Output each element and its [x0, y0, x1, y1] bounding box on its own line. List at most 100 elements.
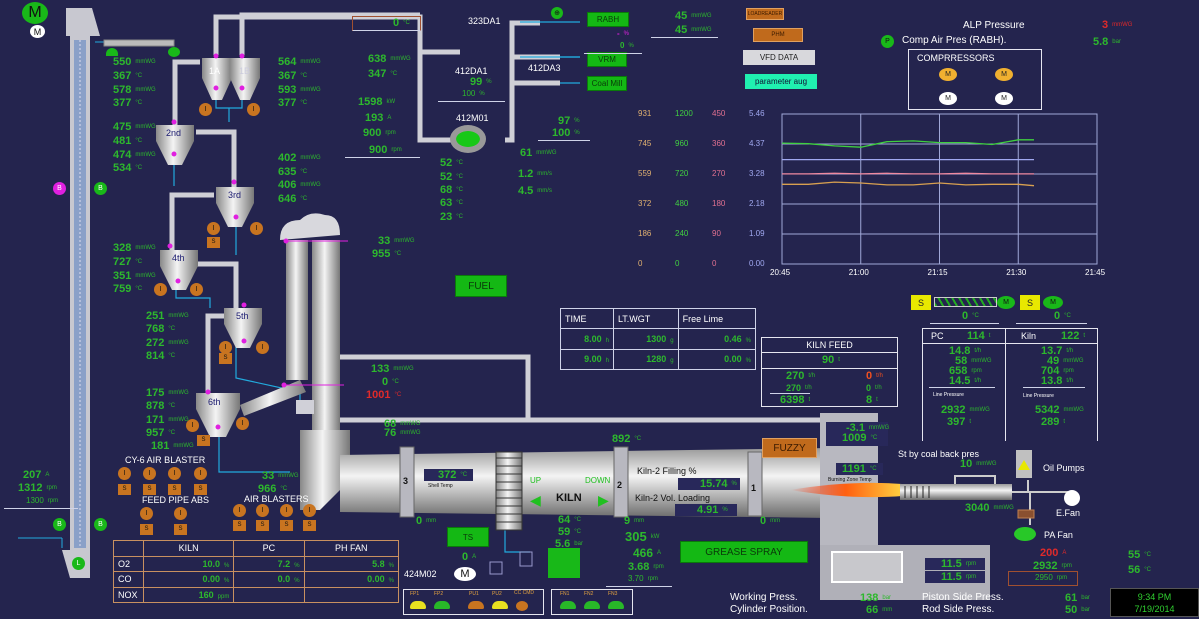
- elevator-main-motor[interactable]: M: [22, 2, 48, 24]
- elevator-status-indicator[interactable]: B: [94, 182, 107, 195]
- compressor-2-motor[interactable]: M: [995, 68, 1013, 81]
- flap-valve-indicator[interactable]: I: [199, 103, 212, 116]
- lamp-icon[interactable]: [584, 601, 600, 609]
- feed-pipe-blaster-indicator[interactable]: I: [174, 507, 187, 520]
- air-blaster-status[interactable]: S: [303, 520, 316, 531]
- air-blaster-indicator[interactable]: I: [118, 467, 131, 480]
- value: 0: [620, 41, 625, 50]
- compressor-2-aux-motor[interactable]: M: [995, 92, 1013, 105]
- blaster-status[interactable]: S: [219, 353, 232, 364]
- air-blaster-indicator[interactable]: I: [143, 467, 156, 480]
- material-lines: [173, 21, 580, 553]
- blaster-status[interactable]: S: [197, 435, 210, 446]
- air-blaster-indicator[interactable]: I: [280, 504, 293, 517]
- lamp-icon[interactable]: [516, 601, 528, 611]
- rabh-fan-indicator[interactable]: ⊕: [551, 7, 563, 19]
- top-temp-box[interactable]: 0°C: [352, 16, 421, 31]
- elevator-aux-motor[interactable]: M: [30, 25, 45, 38]
- value: 122: [1061, 330, 1080, 342]
- air-blaster-indicator[interactable]: I: [194, 467, 207, 480]
- flap-valve-indicator[interactable]: I: [207, 222, 220, 235]
- feed-pipe-blaster-indicator[interactable]: I: [140, 507, 153, 520]
- fuel-button[interactable]: FUEL: [455, 275, 507, 297]
- air-blaster-indicator[interactable]: I: [233, 504, 246, 517]
- coal-mill-button[interactable]: Coal Mill: [587, 76, 627, 91]
- kiln-coal-start-button[interactable]: S: [1020, 295, 1040, 310]
- motor-424m02-icon[interactable]: M: [454, 567, 476, 581]
- grease-spray-button[interactable]: GREASE SPRAY: [680, 541, 808, 563]
- air-blaster-indicator[interactable]: I: [168, 467, 181, 480]
- air-blaster-status[interactable]: S: [280, 520, 293, 531]
- kiln-coal-motor[interactable]: M: [1043, 296, 1063, 309]
- elevator-status-indicator[interactable]: B: [53, 518, 66, 531]
- elevator-level-indicator[interactable]: L: [72, 557, 85, 570]
- flap-valve-indicator[interactable]: I: [250, 222, 263, 235]
- fan-412m01-icon[interactable]: [450, 125, 486, 153]
- damper-412da1-setpoint[interactable]: 100%: [438, 88, 505, 102]
- fan-speed-setpoint[interactable]: 100%: [538, 127, 590, 141]
- pc-coal-start-button[interactable]: S: [911, 295, 931, 310]
- lamp-icon[interactable]: [434, 601, 450, 609]
- air-blaster-status[interactable]: S: [233, 520, 246, 531]
- compressor-status-indicator[interactable]: P: [881, 35, 894, 48]
- compressor-1-motor[interactable]: M: [939, 68, 957, 81]
- rabh-damper-setpoint[interactable]: 0%: [584, 40, 642, 54]
- arrow-left-icon[interactable]: ◀: [530, 492, 541, 508]
- vfd-data-button[interactable]: VFD DATA: [743, 50, 815, 65]
- parameter-aug-button[interactable]: parameter aug: [745, 74, 817, 89]
- lamp-icon[interactable]: [468, 601, 484, 609]
- air-blaster-status[interactable]: S: [118, 484, 131, 495]
- blaster-status[interactable]: S: [207, 237, 220, 248]
- rabh-button[interactable]: RABH: [587, 12, 629, 27]
- top-menu-button-2[interactable]: PHM: [753, 28, 803, 42]
- air-blaster-status[interactable]: S: [168, 484, 181, 495]
- flap-valve-indicator[interactable]: I: [247, 103, 260, 116]
- flap-valve-indicator[interactable]: I: [190, 283, 203, 296]
- rotary-valve-icon[interactable]: [168, 47, 180, 57]
- flap-valve-indicator[interactable]: I: [154, 283, 167, 296]
- elevator-status-indicator[interactable]: B: [53, 182, 66, 195]
- lamp-icon[interactable]: [560, 601, 576, 609]
- fuzzy-button[interactable]: FUZZY: [762, 438, 817, 458]
- vrm-button[interactable]: VRM: [587, 52, 627, 67]
- calciner-temp: 0°C: [382, 376, 399, 388]
- compressor-1-aux-motor[interactable]: M: [939, 92, 957, 105]
- lamp-icon[interactable]: [410, 601, 426, 609]
- air-blaster-status[interactable]: S: [143, 484, 156, 495]
- flap-valve-indicator[interactable]: I: [219, 341, 232, 354]
- arrow-right-icon[interactable]: ▶: [598, 492, 609, 508]
- lamp-icon[interactable]: [492, 601, 508, 609]
- trend-plot: [781, 113, 1098, 265]
- air-blaster-indicator[interactable]: I: [256, 504, 269, 517]
- fan-icon[interactable]: [106, 48, 118, 56]
- feed-pipe-blaster-status[interactable]: S: [140, 524, 153, 535]
- value: 100: [552, 127, 571, 139]
- screw-conveyor-motor[interactable]: M: [997, 296, 1015, 309]
- feed-pipe-blaster-status[interactable]: S: [174, 524, 187, 535]
- y-tick-label: 186: [638, 229, 652, 238]
- unit: A: [45, 472, 50, 478]
- flap-valve-indicator[interactable]: I: [236, 417, 249, 430]
- elevator-status-indicator[interactable]: B: [94, 518, 107, 531]
- flap-valve-indicator[interactable]: I: [186, 419, 199, 432]
- air-blaster-status[interactable]: S: [194, 484, 207, 495]
- lamp-icon[interactable]: [608, 601, 624, 609]
- flap-valve-indicator[interactable]: I: [256, 341, 269, 354]
- top-menu-button-1[interactable]: LOADREADER: [746, 8, 784, 20]
- air-blaster-status[interactable]: S: [256, 520, 269, 531]
- air-blaster-indicator[interactable]: I: [303, 504, 316, 517]
- ts-button[interactable]: TS: [447, 527, 489, 547]
